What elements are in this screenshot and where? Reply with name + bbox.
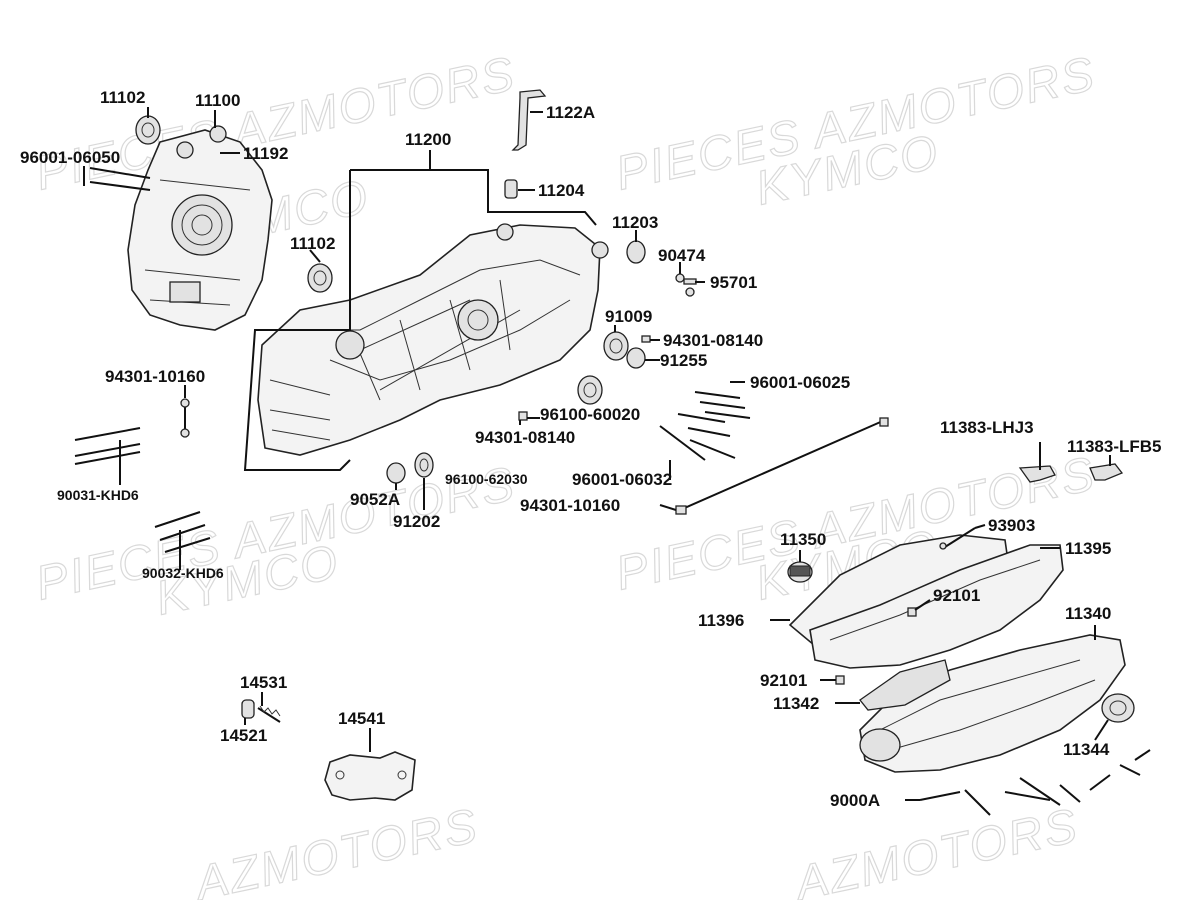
label-94301-10160-right: 94301-10160 [520,496,620,515]
gasket-14541 [324,751,416,801]
dowel-92101-upper [907,607,917,617]
bracket-11200 [243,150,597,471]
spring-14531 [257,705,281,723]
studs-90032-KHD6 [154,511,211,570]
left-crankcase-11100 [127,125,273,331]
studs-90031-KHD6 [74,427,141,485]
label-94301-10160-left: 94301-10160 [105,367,205,386]
bolts-96001-06050 [83,167,151,191]
label-11395: 11395 [1065,539,1111,558]
label-11383-LHJ3: 11383-LHJ3 [940,418,1034,437]
label-90031-KHD6: 90031-KHD6 [57,487,139,503]
seal-91202 [414,452,434,478]
label-91255: 91255 [660,351,707,370]
label-96001-06025: 96001-06025 [750,373,850,392]
label-11192: 11192 [243,144,288,163]
label-9052A: 9052A [350,490,400,509]
cap-11344 [1101,693,1135,723]
watermark-azmotors-6: AZMOTORS [788,799,1083,900]
label-96001-06032: 96001-06032 [572,470,672,489]
pin-11204 [504,179,518,199]
dowel-94301-08140-b [518,411,528,421]
label-92101-upper: 92101 [933,586,980,605]
watermark-azmotors-5: AZMOTORS [188,799,483,900]
cover-inner-11395 [809,544,1064,669]
bolts-9000A [919,749,1151,816]
clutch-cover-11340 [859,634,1126,773]
label-90032-KHD6: 90032-KHD6 [142,565,224,581]
part-labels: 11102 11100 96001-06050 11192 11200 1122… [20,88,1162,810]
seal-91255 [626,347,646,369]
label-95701: 95701 [710,273,757,292]
bolts-96001-06025 [677,391,751,437]
bushing-11102-mid [307,263,333,293]
label-11100: 11100 [195,91,240,110]
label-93903: 93903 [988,516,1035,535]
label-1122A: 1122A [546,103,595,122]
bearing-96100-60020 [577,375,603,405]
bolts-96001-06032 [659,425,736,461]
screw-93903 [939,527,976,550]
hose-1122A [511,89,547,151]
label-11383-LFB5: 11383-LFB5 [1067,437,1162,456]
label-96100-62030: 96100-62030 [445,471,528,487]
dowel-94301-08140-a [641,335,651,343]
label-11200: 11200 [405,130,451,149]
dowel-92101-lower [835,675,845,685]
label-9000A: 9000A [830,791,880,810]
label-11102-mid: 11102 [290,234,335,253]
label-14531: 14531 [240,673,287,692]
small-parts-90474-95701 [675,273,697,297]
label-11342: 11342 [773,694,819,713]
label-96100-60020: 96100-60020 [540,405,640,424]
label-90474: 90474 [658,246,706,265]
label-11102-top: 11102 [100,88,145,107]
plug-9052A [386,462,406,484]
label-14521: 14521 [220,726,267,745]
label-94301-08140-a: 94301-08140 [663,331,763,350]
clip-11383-LHJ3 [1018,442,1056,483]
label-11344: 11344 [1063,740,1110,759]
label-92101-lower: 92101 [760,671,807,690]
gasket-11342 [859,659,951,711]
plug-11350 [787,561,813,583]
label-11203: 11203 [612,213,658,232]
label-14541: 14541 [338,709,385,728]
label-96001-06050: 96001-06050 [20,148,120,167]
bearing-11203 [626,240,646,264]
label-11396: 11396 [698,611,744,630]
label-11340: 11340 [1065,604,1111,623]
leader-lines [83,107,1109,801]
pin-14521 [241,699,255,719]
label-11204: 11204 [538,181,585,200]
right-crankcase-11200 [257,223,609,456]
clip-11383-LFB5 [1089,455,1124,481]
label-91009: 91009 [605,307,652,326]
label-94301-08140-b: 94301-08140 [475,428,575,447]
label-11350: 11350 [780,530,826,549]
bearing-91009 [603,331,629,361]
bushing-11102-top [135,115,161,145]
label-91202: 91202 [393,512,440,531]
dowel-94301-10160-left [180,398,190,438]
watermark-pieces-azmotors-1: PIECES AZMOTORS [31,47,520,200]
